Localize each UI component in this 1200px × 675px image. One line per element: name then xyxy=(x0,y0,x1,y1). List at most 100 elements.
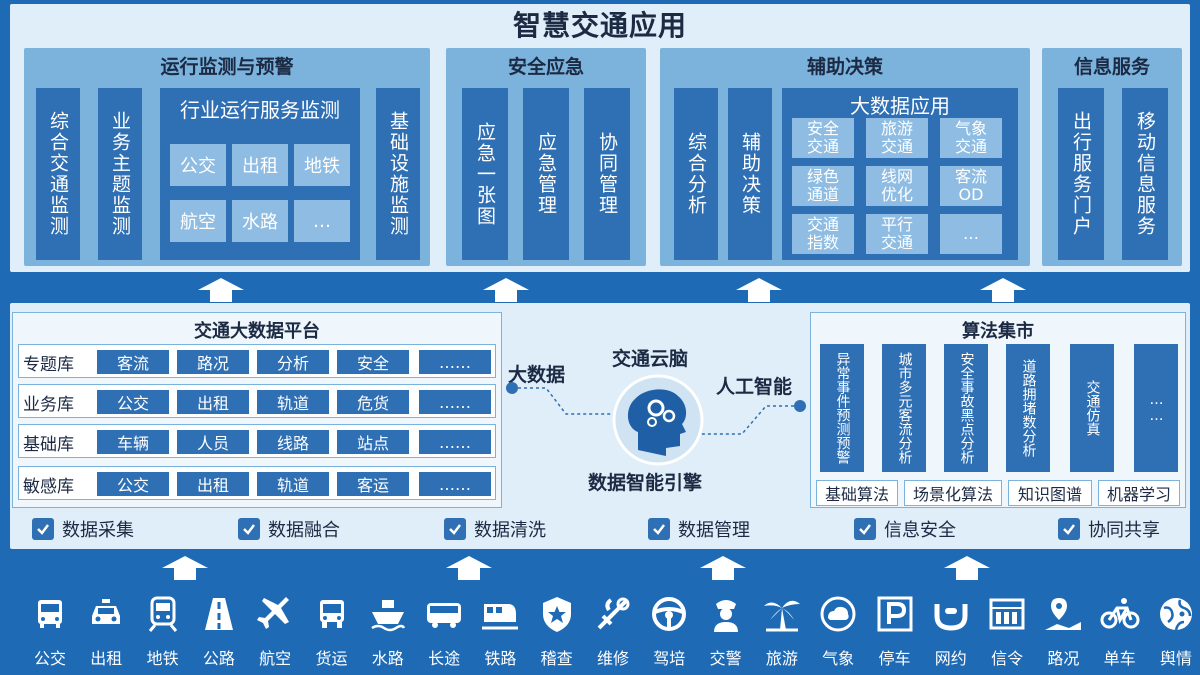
source-label: 驾培 xyxy=(653,649,686,668)
source-label: 航空 xyxy=(259,649,292,668)
industry-title: 行业运行服务监测 xyxy=(180,98,340,122)
library-label: 业务库 xyxy=(23,395,74,415)
up-arrow-icon xyxy=(944,556,990,580)
bigdata-label: 大数据 xyxy=(508,364,566,386)
check-label: 数据管理 xyxy=(678,520,750,541)
bigdata-panel: 大数据应用 安全 交通 旅游 交通 气象 交通 绿色 通道 线网 优化 客流 O… xyxy=(782,88,1018,260)
collaborative-management: 协同管理 xyxy=(584,88,630,260)
checkbox-icon xyxy=(1058,518,1080,540)
emergency-map: 应急一张图 xyxy=(462,88,508,260)
source-label: 路况 xyxy=(1047,649,1080,668)
checkbox-icon xyxy=(648,518,670,540)
algo-item: 异常事件预测预警 xyxy=(820,344,864,472)
travel-portal: 出行服务门户 xyxy=(1058,88,1104,260)
library-label: 基础库 xyxy=(23,435,74,455)
brain-title: 交通云脑 xyxy=(612,348,689,370)
source-label: 气象 xyxy=(822,649,855,668)
library-cell: 出租 xyxy=(177,390,249,414)
plane-icon xyxy=(255,594,295,634)
route-icon xyxy=(1043,594,1083,634)
weather-icon xyxy=(818,594,858,634)
library-label: 敏感库 xyxy=(23,477,74,497)
decision-support: 辅助决策 xyxy=(728,88,772,260)
library-label: 专题库 xyxy=(23,355,74,375)
bigdata-item: 绿色 通道 xyxy=(792,166,854,206)
bigdata-item: 旅游 交通 xyxy=(866,118,928,158)
check-label: 数据采集 xyxy=(62,520,134,541)
source-label: 舆情 xyxy=(1159,649,1192,668)
library-cell: 公交 xyxy=(97,472,169,496)
mobile-info-service: 移动信息服务 xyxy=(1122,88,1168,260)
up-arrow-icon xyxy=(446,556,492,580)
check-label: 数据融合 xyxy=(268,520,340,541)
taxi-icon xyxy=(86,594,126,634)
platform-title: 交通大数据平台 xyxy=(194,321,320,342)
police-icon xyxy=(706,594,746,634)
algo-tag: 基础算法 xyxy=(816,480,898,506)
checkbox-icon xyxy=(854,518,876,540)
check-item: 数据清洗 xyxy=(444,516,546,542)
road-icon xyxy=(199,594,239,634)
algo-item: …… xyxy=(1134,344,1178,472)
bigdata-item: 平行 交通 xyxy=(866,214,928,254)
business-theme-monitor: 业务主题监测 xyxy=(98,88,142,260)
check-label: 协同共享 xyxy=(1088,520,1160,541)
algo-tag: 场景化算法 xyxy=(904,480,1002,506)
comprehensive-monitor: 综合交通监测 xyxy=(36,88,80,260)
source-label: 信令 xyxy=(991,649,1024,668)
source-label: 出租 xyxy=(90,649,123,668)
truck-icon xyxy=(312,594,352,634)
badge-icon xyxy=(537,594,577,634)
checkbox-icon xyxy=(32,518,54,540)
up-arrow-icon xyxy=(736,278,782,302)
source-label: 维修 xyxy=(596,649,629,668)
train-icon xyxy=(480,594,520,634)
engine-label: 数据智能引擎 xyxy=(588,472,703,494)
algo-item: 交通仿真 xyxy=(1070,344,1114,472)
source-label: 旅游 xyxy=(765,649,798,668)
brain-icon xyxy=(506,374,806,466)
algo-item: 城市多元客流分析 xyxy=(882,344,926,472)
library-cell: …… xyxy=(419,472,491,496)
library-cell: …… xyxy=(419,390,491,414)
library-cell: 安全 xyxy=(337,350,409,374)
source-label: 公交 xyxy=(33,649,66,668)
checkbox-icon xyxy=(238,518,260,540)
infrastructure-monitor: 基础设施监测 xyxy=(376,88,420,260)
industry-item: … xyxy=(294,200,350,242)
library-cell: …… xyxy=(419,350,491,374)
check-label: 数据清洗 xyxy=(474,520,546,541)
library-row: 专题库客流路况分析安全…… xyxy=(18,344,496,378)
library-cell: 路况 xyxy=(177,350,249,374)
signal-icon xyxy=(987,594,1027,634)
library-cell: 出租 xyxy=(177,472,249,496)
algo-title: 算法集市 xyxy=(962,321,1034,342)
industry-item: 水路 xyxy=(232,200,288,242)
library-row: 敏感库 公交出租轨道客运 …… xyxy=(18,466,496,500)
steering-wheel-icon xyxy=(649,594,689,634)
check-item: 数据融合 xyxy=(238,516,340,542)
bigdata-item: 客流 OD xyxy=(940,166,1002,206)
bigdata-item: 气象 交通 xyxy=(940,118,1002,158)
comprehensive-analysis: 综合分析 xyxy=(674,88,718,260)
check-label: 信息安全 xyxy=(884,520,956,541)
library-cell: 客流 xyxy=(97,350,169,374)
check-item: 协同共享 xyxy=(1058,516,1160,542)
emergency-module: 安全应急 应急一张图 应急管理 协同管理 xyxy=(446,48,646,266)
info-module: 信息服务 出行服务门户 移动信息服务 xyxy=(1042,48,1182,266)
source-label: 单车 xyxy=(1103,649,1136,668)
library-row: 基础库车辆人员线路站点…… xyxy=(18,424,496,458)
bigdata-item: 交通 指数 xyxy=(792,214,854,254)
library-cell: 客运 xyxy=(337,472,409,496)
algorithm-market: 算法集市 xyxy=(810,312,1186,508)
library-cell: …… xyxy=(419,430,491,454)
library-cell: 人员 xyxy=(177,430,249,454)
source-label: 地铁 xyxy=(146,649,179,668)
check-item: 信息安全 xyxy=(854,516,956,542)
library-cell: 轨道 xyxy=(257,472,329,496)
source-label: 停车 xyxy=(878,649,911,668)
library-cell: 站点 xyxy=(337,430,409,454)
up-arrow-icon xyxy=(198,278,244,302)
industry-item: 地铁 xyxy=(294,144,350,186)
industry-item: 公交 xyxy=(170,144,226,186)
